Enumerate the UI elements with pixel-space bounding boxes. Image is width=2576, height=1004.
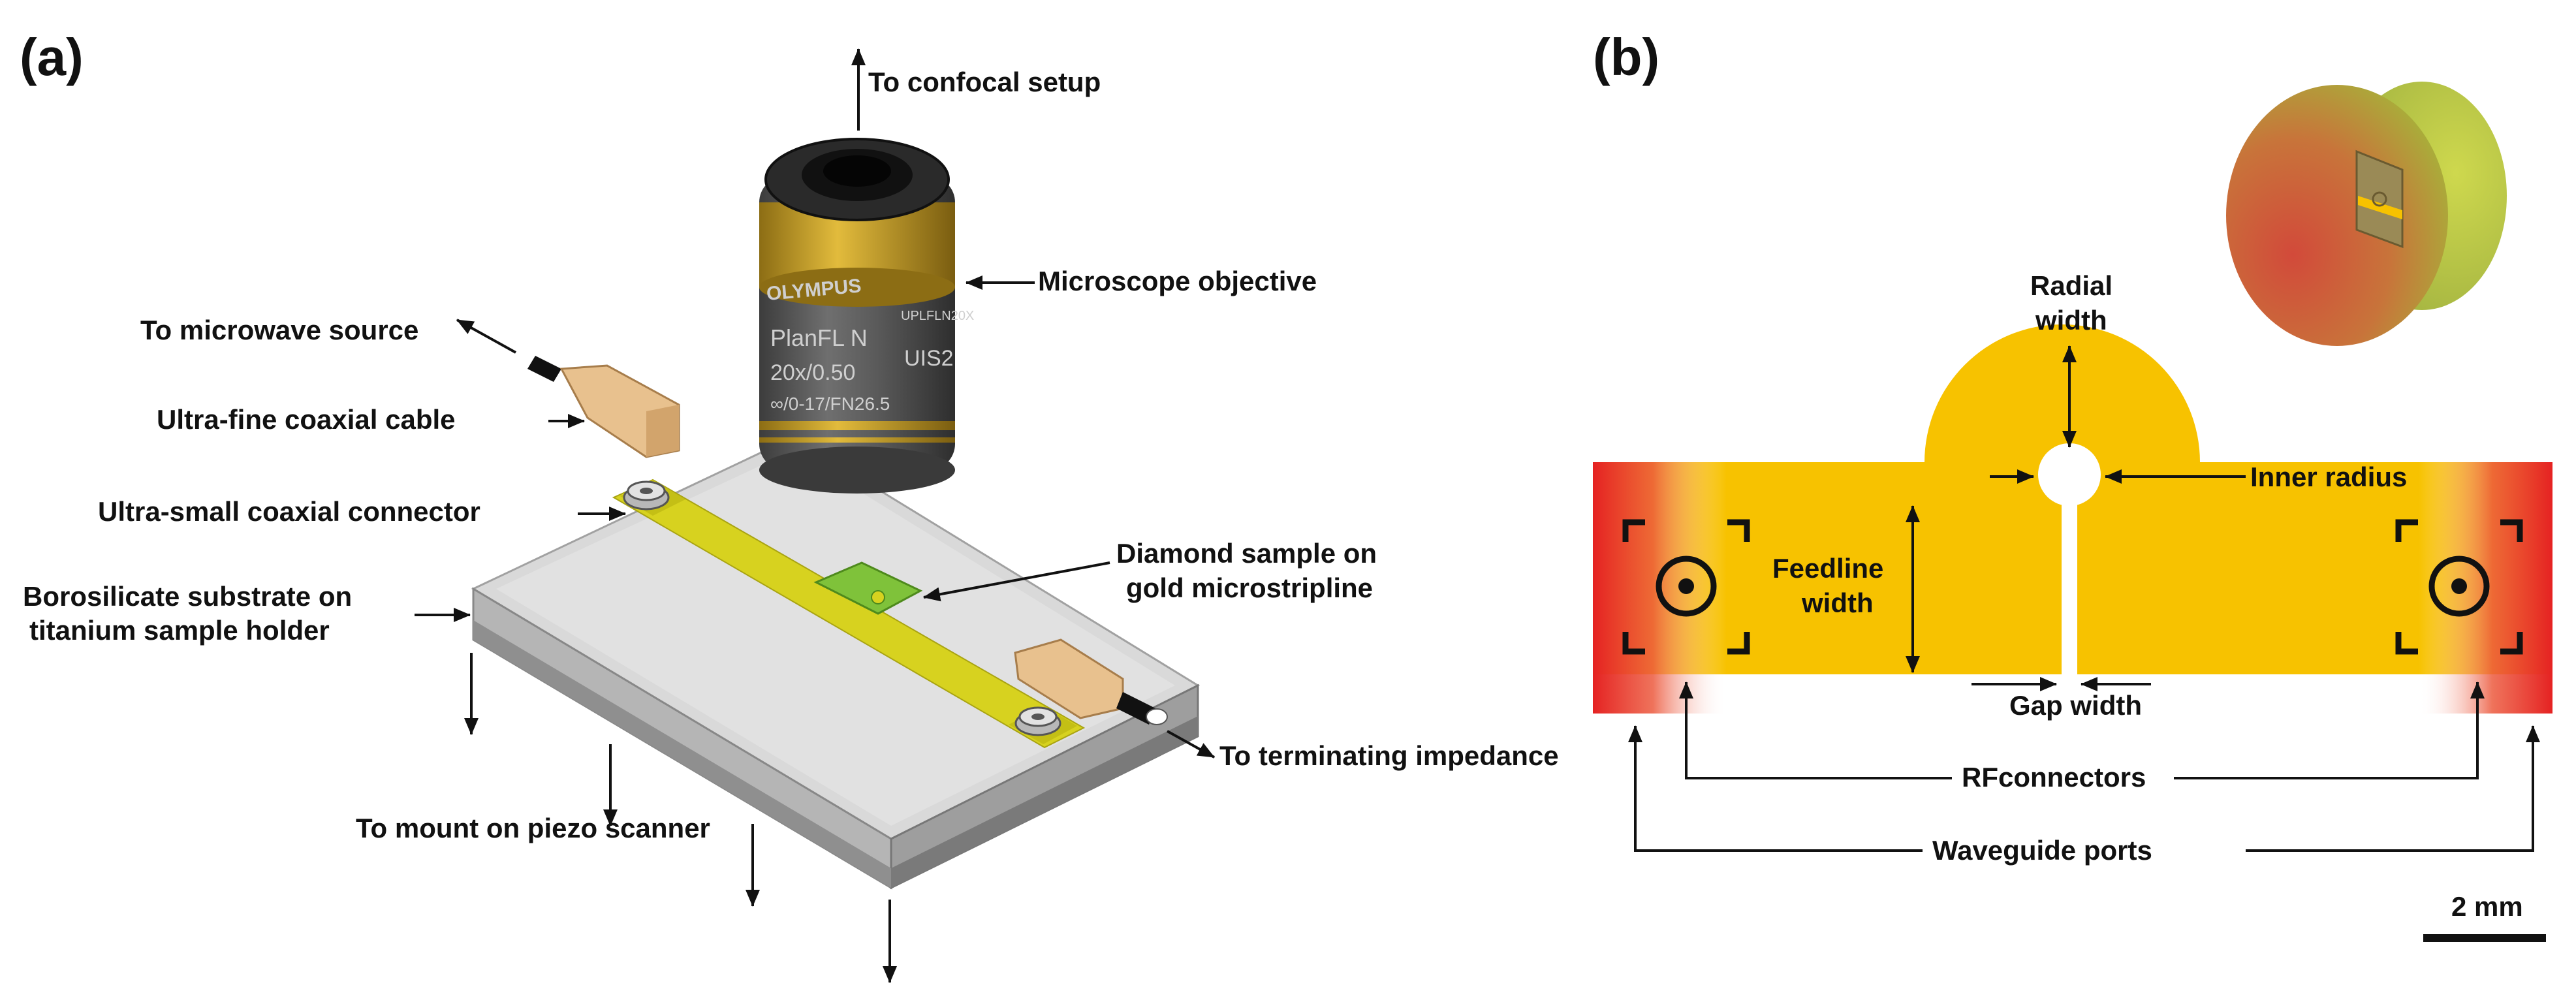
label-coax-cable: Ultra-fine coaxial cable (157, 404, 456, 435)
label-objective: Microscope objective (1038, 266, 1317, 296)
objective-line1: PlanFL N (770, 324, 868, 351)
label-to-impedance: To terminating impedance (1219, 740, 1559, 771)
coax-connector-right (1014, 706, 1061, 736)
objective-line2: 20x/0.50 (770, 360, 855, 385)
rf-connector-right (2395, 519, 2523, 655)
label-to-mount: To mount on piezo scanner (356, 813, 710, 843)
coax-cable-right (1014, 638, 1168, 725)
objective-model: UPLFLN20X (901, 309, 974, 323)
microstrip-layout (1593, 324, 2552, 714)
label-feedline-line2: width (1801, 588, 1874, 618)
label-rf-connectors: RFconnectors (1962, 762, 2146, 792)
panel-a-letter: (a) (20, 28, 84, 86)
rf-connector-left (1622, 519, 1750, 655)
label-radial-line2: width (2035, 305, 2107, 336)
panel-b: (b) (1593, 28, 2552, 942)
label-waveguide-ports: Waveguide ports (1932, 835, 2152, 866)
label-gap-width: Gap width (2009, 690, 2142, 721)
coax-cable-left (527, 356, 680, 458)
microscope-objective: OLYMPUS PlanFL N 20x/0.50 ∞/0-17/FN26.5 … (759, 138, 974, 494)
substrate-block (471, 436, 1201, 890)
objective-uis: UIS2 (904, 346, 954, 371)
panel-b-arrows (1628, 345, 2540, 852)
label-to-confocal: To confocal setup (868, 67, 1101, 97)
label-scale: 2 mm (2451, 891, 2523, 922)
label-feedline-line1: Feedline (1772, 553, 1883, 584)
diamond-sample (813, 561, 923, 615)
label-radial-line1: Radial (2030, 270, 2113, 301)
radiation-pattern-inset (2226, 82, 2507, 346)
label-coax-connector: Ultra-small coaxial connector (98, 496, 480, 527)
label-diamond-line2: gold microstripline (1126, 573, 1373, 603)
label-substrate-line1: Borosilicate substrate on (23, 581, 352, 612)
label-to-microwave: To microwave source (140, 315, 418, 345)
label-inner-radius: Inner radius (2250, 462, 2407, 492)
objective-line3: ∞/0-17/FN26.5 (770, 394, 890, 414)
label-substrate-line2: titanium sample holder (29, 615, 330, 646)
coax-connector-left (623, 480, 670, 510)
panel-a-arrows (415, 48, 1215, 983)
panel-b-letter: (b) (1593, 28, 1659, 86)
panel-a: (a) (20, 28, 1559, 983)
label-diamond-line1: Diamond sample on (1116, 538, 1377, 569)
